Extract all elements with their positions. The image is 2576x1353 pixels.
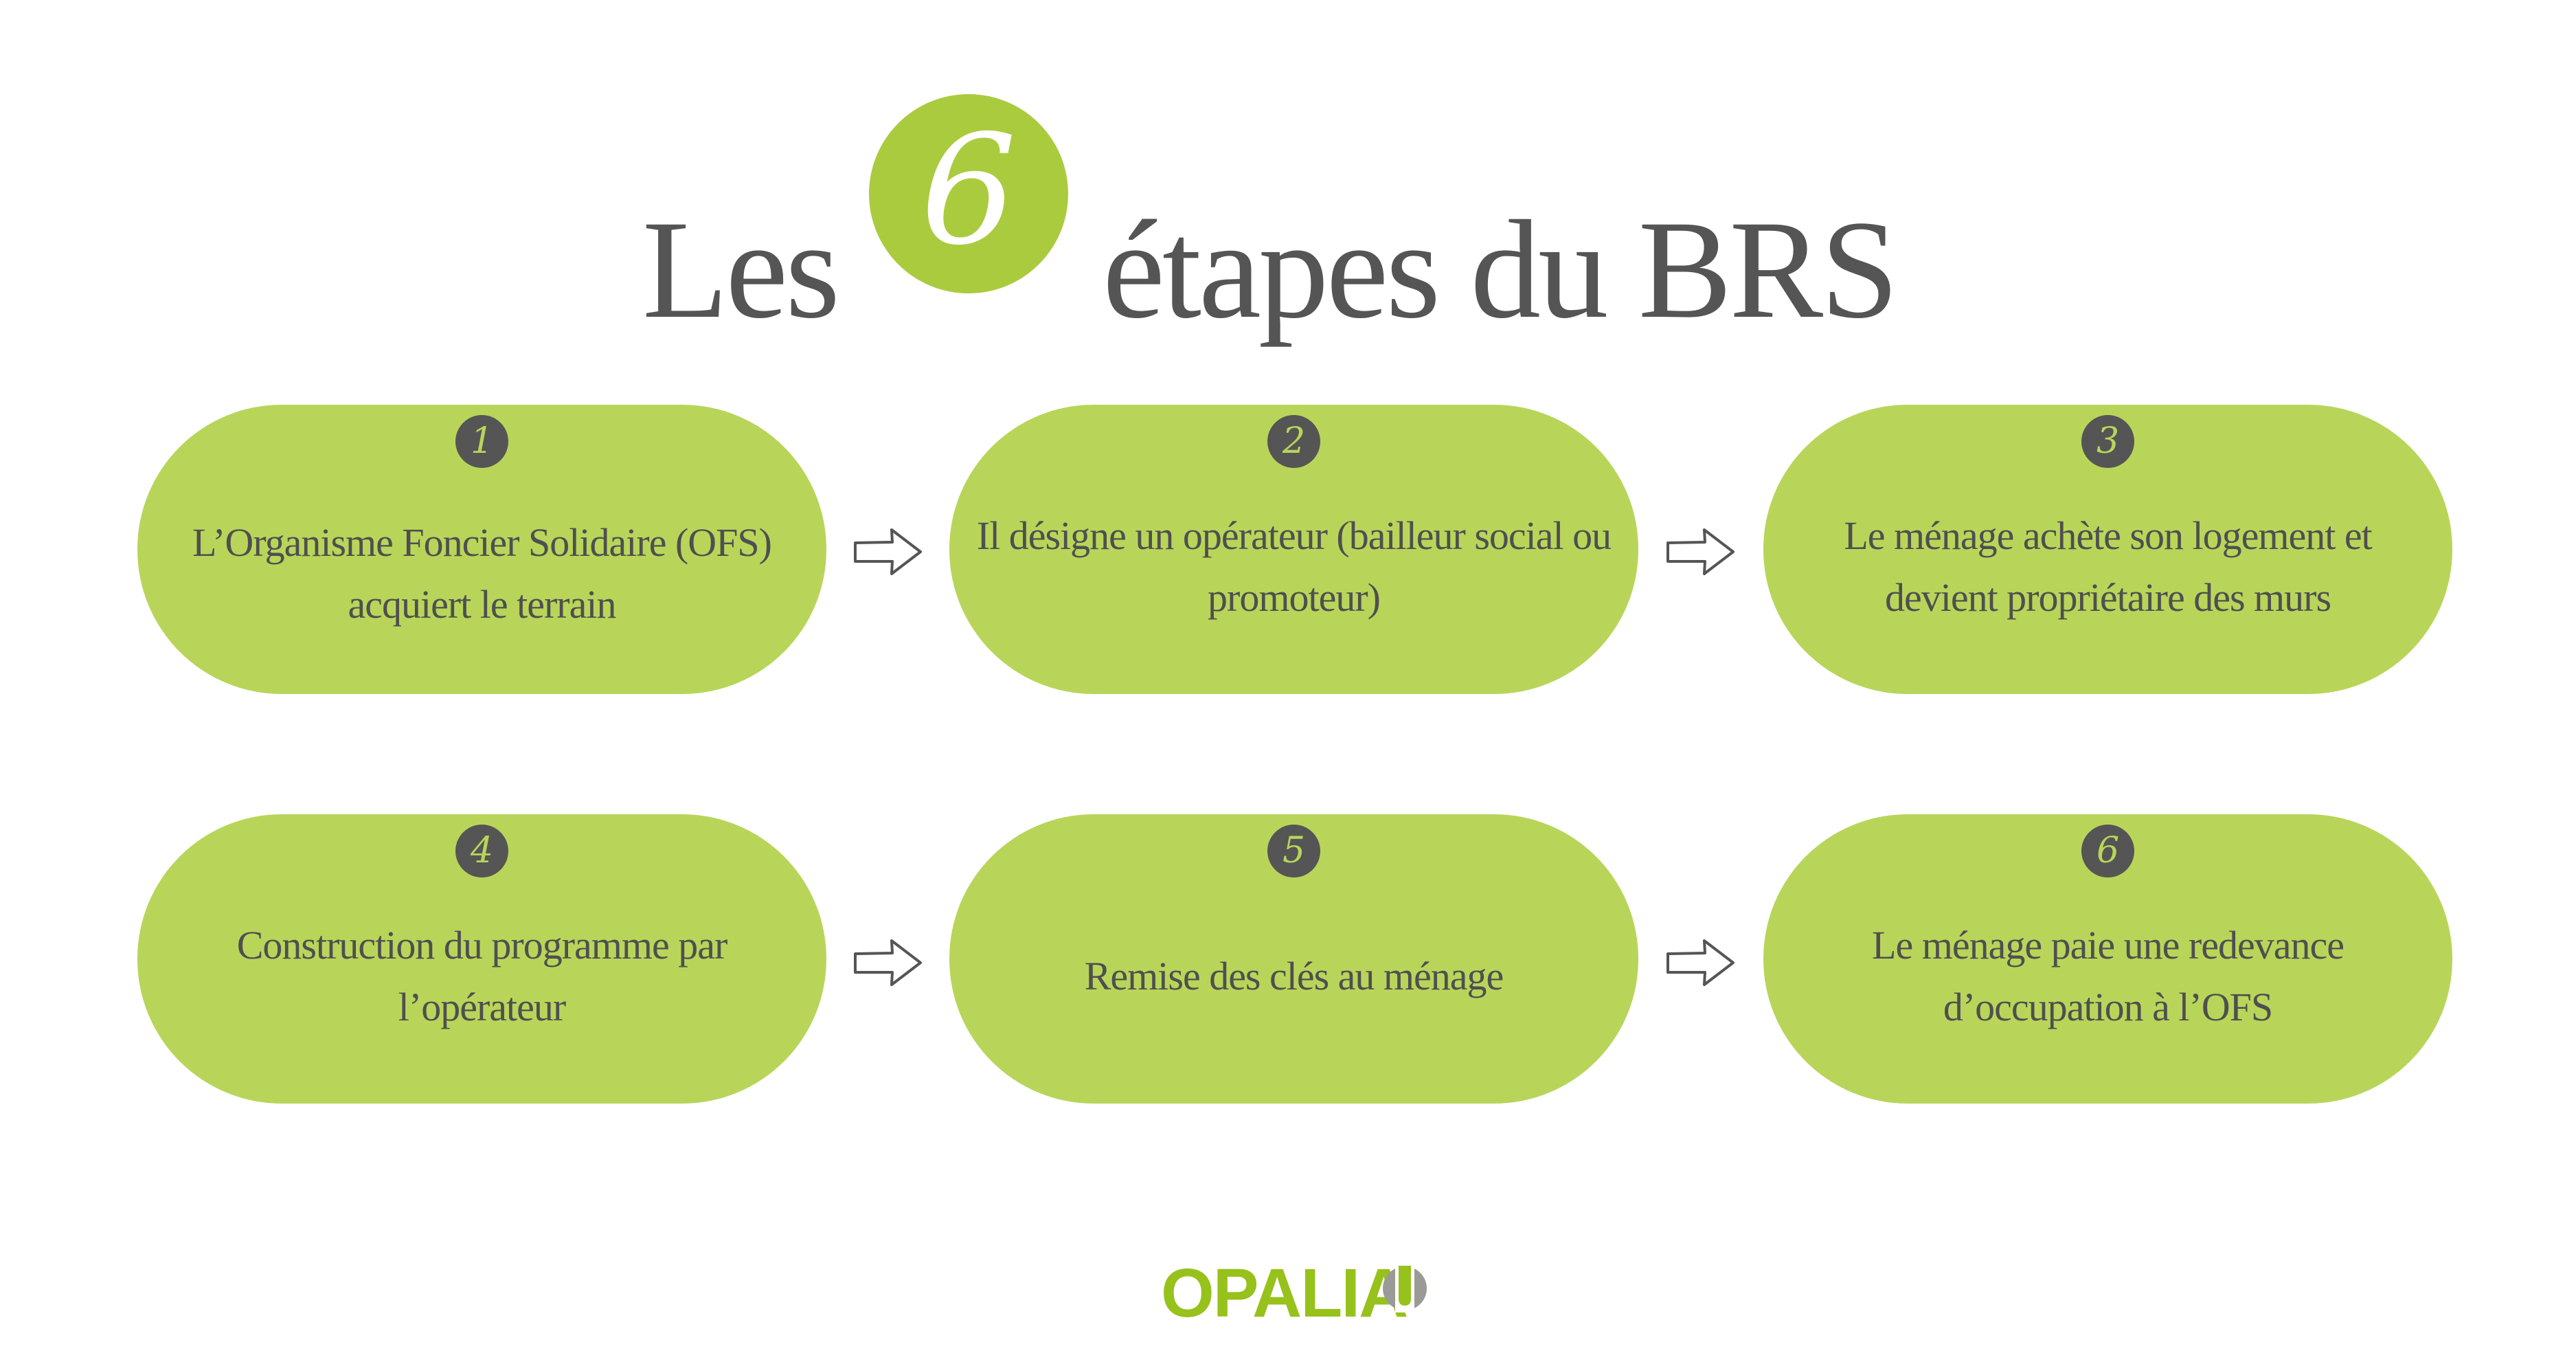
title-number-circle: 6 — [869, 94, 1068, 293]
page-title: Les 6 étapes du BRS — [0, 94, 2576, 340]
step-number-badge: 4 — [455, 825, 508, 877]
step-text: Construction du programme par l’opérateu… — [236, 922, 728, 1029]
step-text: Remise des clés au ménage — [1084, 953, 1504, 998]
title-les: Les — [642, 192, 840, 348]
step-5: 5 Remise des clés au ménage — [949, 814, 1638, 1104]
step-number-badge: 5 — [1267, 825, 1320, 877]
step-number-badge: 3 — [2081, 415, 2134, 468]
step-1: 1 L’Organisme Foncier Solidaire (OFS) ac… — [137, 405, 826, 694]
step-6: 6 Le ménage paie une redevance d’occupat… — [1763, 814, 2452, 1104]
title-rest: étapes du BRS — [1103, 192, 1899, 348]
arrow-right-icon — [854, 939, 922, 986]
opalia-logo-icon — [1383, 1264, 1427, 1312]
arrow-right-icon — [1667, 528, 1735, 575]
opalia-logo-text: OPALIA — [1161, 1255, 1408, 1332]
step-text: Le ménage achète son logement et devient… — [1844, 513, 2372, 620]
step-number-badge: 6 — [2081, 825, 2134, 877]
step-text: Le ménage paie une redevance d’occupatio… — [1872, 922, 2345, 1029]
step-number-badge: 1 — [455, 415, 508, 468]
step-3: 3 Le ménage achète son logement et devie… — [1763, 405, 2452, 694]
arrow-right-icon — [1667, 939, 1735, 986]
title-number: 6 — [920, 102, 1017, 278]
step-text: Il désigne un opérateur (bailleur social… — [976, 513, 1612, 620]
step-text: L’Organisme Foncier Solidaire (OFS) acqu… — [192, 519, 772, 627]
step-4: 4 Construction du programme par l’opérat… — [137, 814, 826, 1104]
step-number-badge: 2 — [1267, 415, 1320, 468]
step-2: 2 Il désigne un opérateur (bailleur soci… — [949, 405, 1638, 694]
arrow-right-icon — [854, 528, 922, 575]
